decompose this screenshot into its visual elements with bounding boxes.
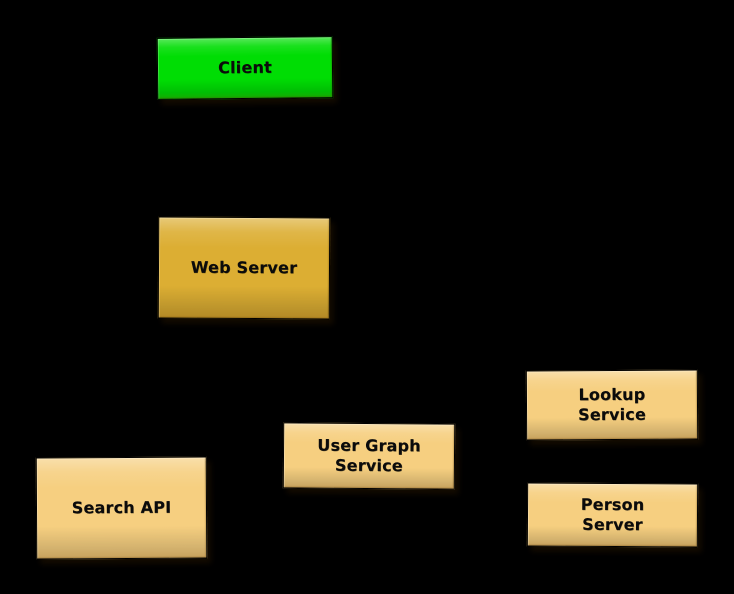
node-person-server-label: Person Server xyxy=(580,494,645,535)
node-client: Client xyxy=(156,36,334,100)
node-search-api: Search API xyxy=(35,456,208,560)
node-user-graph-service: User Graph Service xyxy=(282,422,456,490)
node-person-server: Person Server xyxy=(526,482,699,548)
node-lookup-service: Lookup Service xyxy=(525,369,699,441)
node-search-api-label: Search API xyxy=(71,497,172,518)
node-lookup-service-label: Lookup Service xyxy=(578,384,647,425)
node-web-server-label: Web Server xyxy=(190,257,298,278)
node-web-server: Web Server xyxy=(157,216,331,320)
node-user-graph-service-label: User Graph Service xyxy=(317,435,421,476)
node-client-label: Client xyxy=(217,57,272,78)
